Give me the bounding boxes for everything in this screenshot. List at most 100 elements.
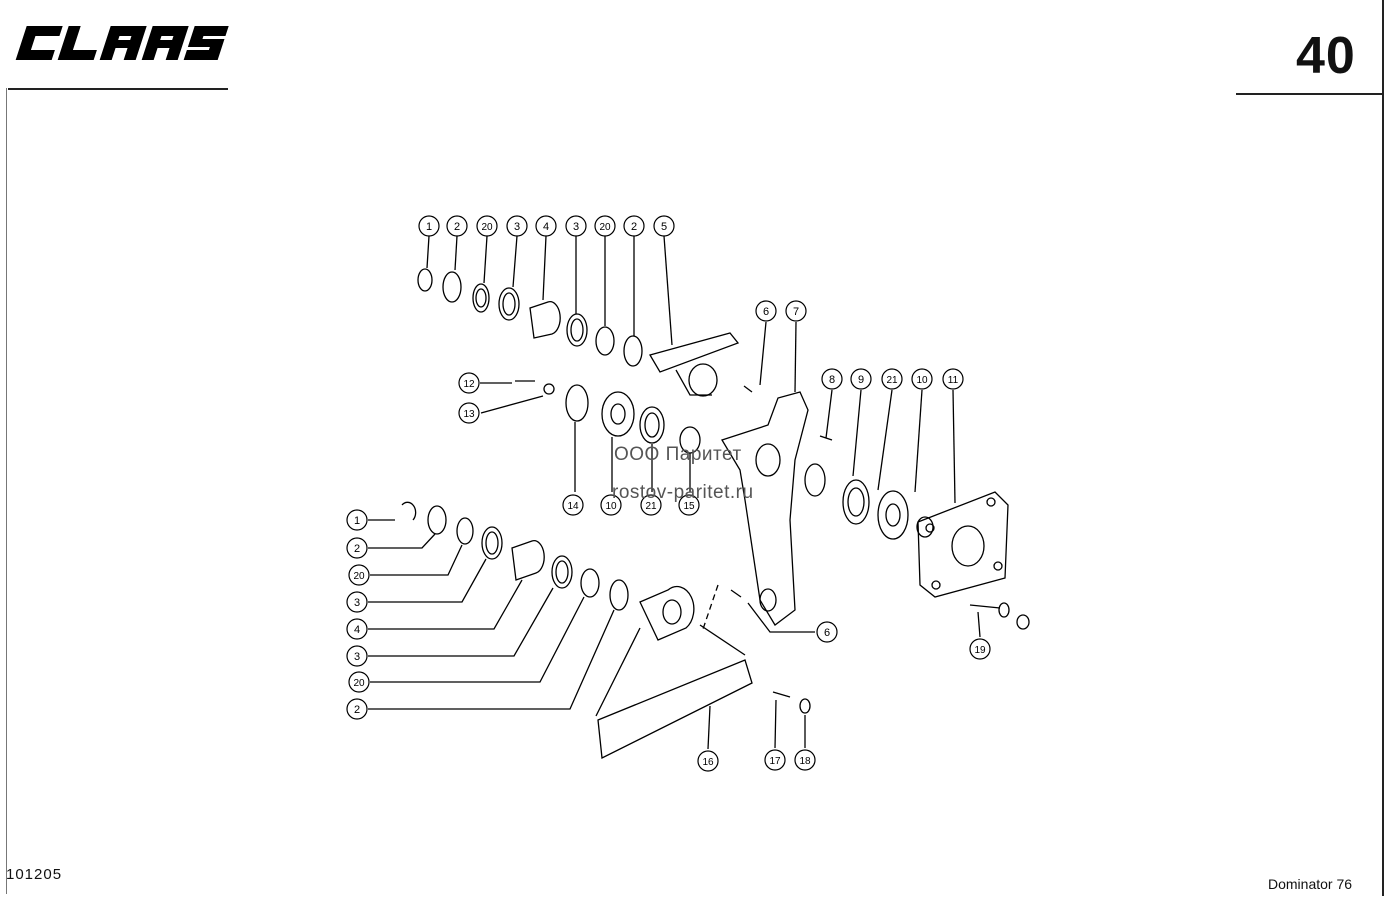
drawing-number: 101205 — [6, 866, 63, 883]
callout-label: 16 — [702, 757, 714, 768]
page-number: 40 — [1296, 27, 1356, 85]
callout-circle — [821, 368, 843, 390]
right-border — [1382, 0, 1384, 896]
callout-label: 5 — [661, 221, 667, 233]
model-name: Dominator 76 — [1268, 876, 1353, 892]
callout-label: 6 — [763, 306, 769, 318]
callout-4: 4 — [346, 618, 368, 640]
callout-2: 2 — [623, 215, 645, 237]
diagram-linework — [368, 235, 1030, 760]
callout-2: 2 — [346, 698, 368, 720]
callout-label: 6 — [824, 627, 830, 639]
callout-label: 21 — [645, 501, 657, 512]
callout-circle — [346, 645, 368, 667]
callout-3: 3 — [346, 591, 368, 613]
callout-label: 2 — [354, 543, 360, 555]
callout-7: 7 — [785, 300, 807, 322]
callout-20: 20 — [348, 671, 370, 693]
callout-20: 20 — [594, 215, 616, 237]
callout-circle — [678, 494, 700, 516]
callout-label: 19 — [974, 645, 986, 656]
callout-label: 13 — [463, 409, 475, 420]
callout-circle — [476, 215, 498, 237]
callout-circle — [755, 300, 777, 322]
callout-circle — [346, 618, 368, 640]
callout-label: 2 — [454, 221, 460, 233]
callout-3: 3 — [506, 215, 528, 237]
callout-circle — [458, 372, 480, 394]
callout-17: 17 — [764, 749, 786, 771]
callout-label: 17 — [769, 756, 781, 767]
callout-10: 10 — [911, 368, 933, 390]
callout-label: 2 — [631, 221, 637, 233]
watermark-company: ООО Паритет — [614, 444, 742, 465]
callout-3: 3 — [565, 215, 587, 237]
callout-label: 20 — [481, 222, 493, 233]
callout-label: 8 — [829, 374, 835, 386]
callout-14: 14 — [562, 494, 584, 516]
callout-8: 8 — [821, 368, 843, 390]
callout-13: 13 — [458, 402, 480, 424]
header-right-rule — [1236, 93, 1382, 95]
callout-4: 4 — [535, 215, 557, 237]
callout-circle — [785, 300, 807, 322]
callout-3: 3 — [346, 645, 368, 667]
watermark-url: rostov-paritet.ru — [612, 482, 754, 503]
callout-label: 3 — [354, 651, 360, 663]
callout-circle — [816, 621, 838, 643]
callout-12: 12 — [458, 372, 480, 394]
callout-2: 2 — [346, 537, 368, 559]
callout-circle — [346, 698, 368, 720]
callout-circle — [348, 671, 370, 693]
callout-5: 5 — [653, 215, 675, 237]
callout-6: 6 — [755, 300, 777, 322]
header-left-rule — [8, 88, 228, 90]
callout-circle — [418, 215, 440, 237]
callout-1: 1 — [418, 215, 440, 237]
callout-label: 12 — [463, 379, 475, 390]
callout-9: 9 — [850, 368, 872, 390]
callout-label: 15 — [683, 501, 695, 512]
callout-18: 18 — [794, 749, 816, 771]
callout-label: 10 — [605, 501, 617, 512]
callout-circle — [346, 591, 368, 613]
callout-20: 20 — [348, 564, 370, 586]
callout-label: 3 — [354, 597, 360, 609]
callout-circle — [697, 750, 719, 772]
callout-label: 9 — [858, 374, 864, 386]
callout-circle — [911, 368, 933, 390]
callout-label: 14 — [567, 501, 579, 512]
callout-label: 4 — [543, 221, 549, 233]
claas-logo — [15, 26, 229, 60]
callout-circle — [535, 215, 557, 237]
callout-19: 19 — [969, 638, 991, 660]
callout-circle — [764, 749, 786, 771]
callout-21: 21 — [640, 494, 662, 516]
callout-circle — [969, 638, 991, 660]
callout-label: 2 — [354, 704, 360, 716]
callout-circle — [653, 215, 675, 237]
callout-circle — [640, 494, 662, 516]
callout-circle — [623, 215, 645, 237]
callout-label: 7 — [793, 306, 799, 318]
callout-label: 3 — [573, 221, 579, 233]
callout-circle — [346, 537, 368, 559]
callout-10: 10 — [600, 494, 622, 516]
callout-circle — [565, 215, 587, 237]
callout-circle — [562, 494, 584, 516]
callout-2: 2 — [446, 215, 468, 237]
callout-11: 11 — [942, 368, 964, 390]
callout-label: 21 — [886, 375, 898, 386]
callout-circle — [881, 368, 903, 390]
callout-circle — [594, 215, 616, 237]
callout-circle — [458, 402, 480, 424]
callout-label: 18 — [799, 756, 811, 767]
callout-circle — [446, 215, 468, 237]
callout-circle — [942, 368, 964, 390]
callout-circle — [346, 509, 368, 531]
callout-20: 20 — [476, 215, 498, 237]
callout-circle — [600, 494, 622, 516]
